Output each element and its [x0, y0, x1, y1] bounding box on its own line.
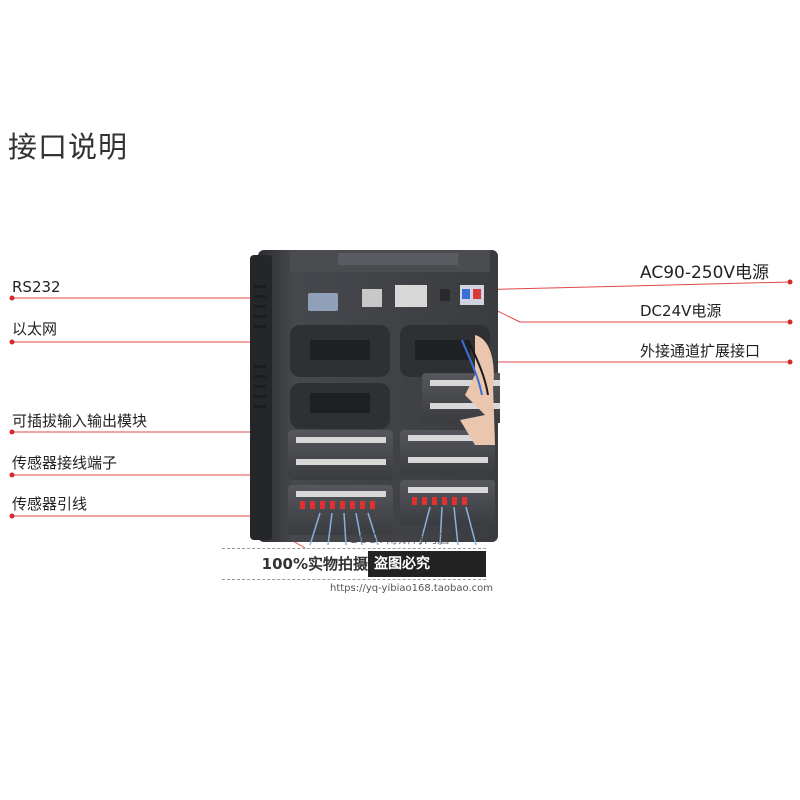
ac-power-terminal [395, 285, 427, 307]
dot-ext [787, 359, 793, 365]
dot-dc [787, 319, 793, 325]
shop-watermark: BOST博斯特网店 [350, 532, 451, 547]
label-sensor-terminal: 传感器接线端子 [12, 454, 118, 472]
label-pluggable-io-module: 可插拔输入输出模块 [12, 412, 148, 430]
label-dc24v-power: DC24V电源 [640, 302, 722, 320]
leader-ac [469, 281, 791, 291]
ethernet-port [362, 289, 382, 307]
divider-bottom [222, 579, 486, 580]
copyright-warning: 盗图必究 [368, 551, 486, 577]
dot-rs232 [9, 295, 15, 301]
dot-ethernet [9, 339, 15, 345]
dot-ac [787, 279, 793, 285]
sensor-wires [309, 506, 477, 545]
label-rs232: RS232 [12, 278, 61, 296]
dot-terminal [9, 472, 15, 478]
label-ethernet: 以太网 [12, 320, 58, 338]
hand [460, 335, 495, 445]
label-sensor-lead: 传感器引线 [12, 495, 88, 513]
page-title: 接口说明 [8, 130, 129, 164]
io-module-right-1 [400, 430, 495, 475]
io-module-left-2 [288, 485, 393, 535]
dot-lead [9, 513, 15, 519]
photo-claim: 100%实物拍摄 [228, 551, 374, 577]
shop-url: https://yq-yibiao168.taobao.com [330, 583, 493, 594]
label-ac-power: AC90-250V电源 [640, 263, 770, 283]
rs232-port [308, 293, 338, 311]
label-external-channel-port: 外接通道扩展接口 [640, 342, 761, 360]
divider-top [222, 548, 486, 549]
dot-io [9, 429, 15, 435]
recorder-device-image [250, 250, 500, 545]
